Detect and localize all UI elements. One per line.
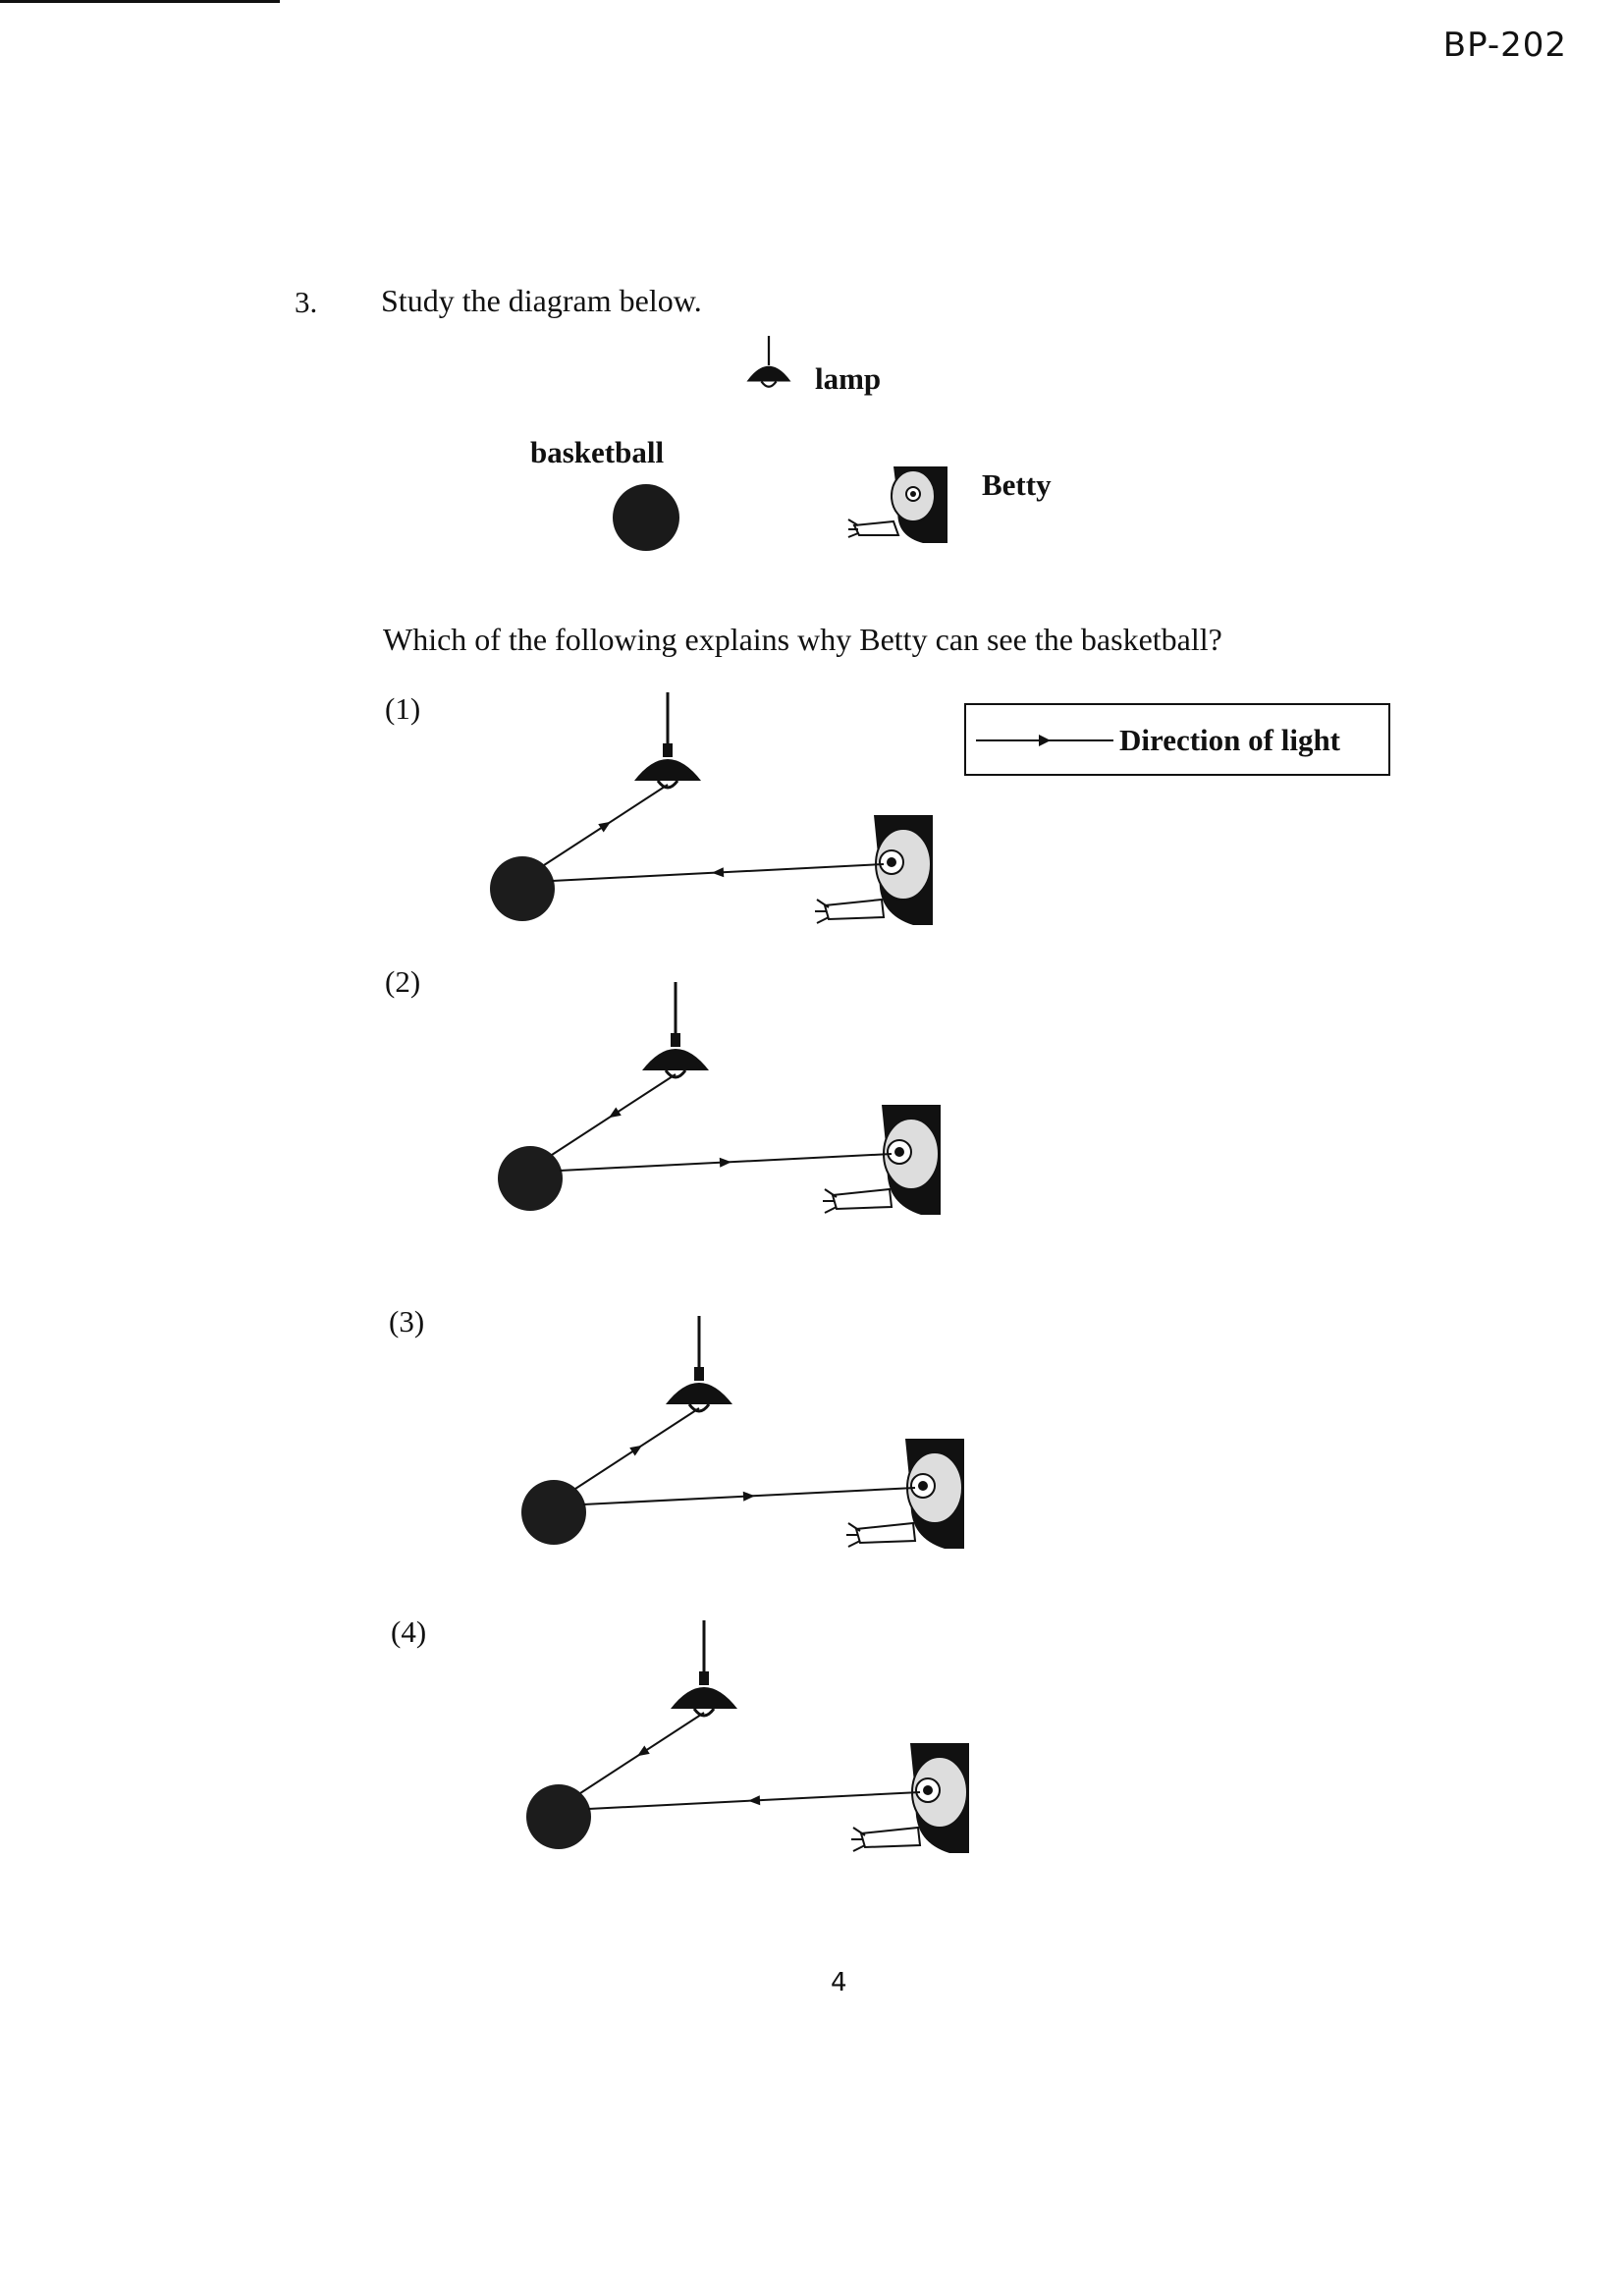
- arrowhead: [742, 1491, 755, 1502]
- arrowhead: [719, 1157, 731, 1168]
- paper-code: BP-202: [1442, 26, 1567, 65]
- basketball-icon: [521, 1480, 586, 1545]
- option-label-1: (1): [385, 691, 421, 726]
- arrowhead: [629, 1445, 643, 1456]
- basketball-icon: [490, 856, 555, 921]
- legend-arrow-icon: [976, 735, 1113, 746]
- lamp-icon: [746, 336, 791, 388]
- legend-box: Direction of light: [964, 703, 1390, 776]
- question-prompt: Which of the following explains why Bett…: [383, 622, 1222, 657]
- betty-icon: [815, 815, 933, 925]
- arrowhead: [636, 1745, 650, 1757]
- option-figure-3[interactable]: [503, 1311, 1013, 1557]
- option-label-4: (4): [391, 1614, 427, 1649]
- betty-icon: [851, 1743, 969, 1853]
- basketball-label: basketball: [530, 435, 665, 469]
- option-figure-2[interactable]: [479, 977, 990, 1232]
- page-number: 4: [831, 1968, 847, 1997]
- betty-icon: [846, 1439, 964, 1549]
- betty-label: Betty: [982, 467, 1052, 502]
- reference-diagram: [613, 336, 947, 551]
- option-figure-4[interactable]: [508, 1615, 1018, 1881]
- arrowhead: [598, 821, 612, 833]
- lamp-icon: [642, 982, 709, 1079]
- legend-label: Direction of light: [1119, 723, 1341, 757]
- basketball-icon: [613, 484, 679, 551]
- betty-icon: [847, 466, 947, 543]
- question-instruction: Study the diagram below.: [381, 283, 702, 318]
- option-figure-1[interactable]: [471, 687, 982, 933]
- option-label-2: (2): [385, 964, 421, 999]
- betty-icon: [823, 1105, 941, 1215]
- question-number: 3.: [295, 285, 318, 319]
- arrowhead: [712, 867, 725, 878]
- option-label-3: (3): [389, 1304, 425, 1339]
- lamp-label: lamp: [815, 361, 882, 396]
- basketball-icon: [526, 1784, 591, 1849]
- lamp-icon: [666, 1316, 732, 1413]
- lamp-icon: [671, 1620, 737, 1718]
- basketball-icon: [498, 1146, 563, 1211]
- arrowhead: [608, 1107, 622, 1119]
- lamp-icon: [634, 692, 701, 790]
- top-rule: [0, 0, 280, 3]
- arrowhead: [748, 1795, 761, 1806]
